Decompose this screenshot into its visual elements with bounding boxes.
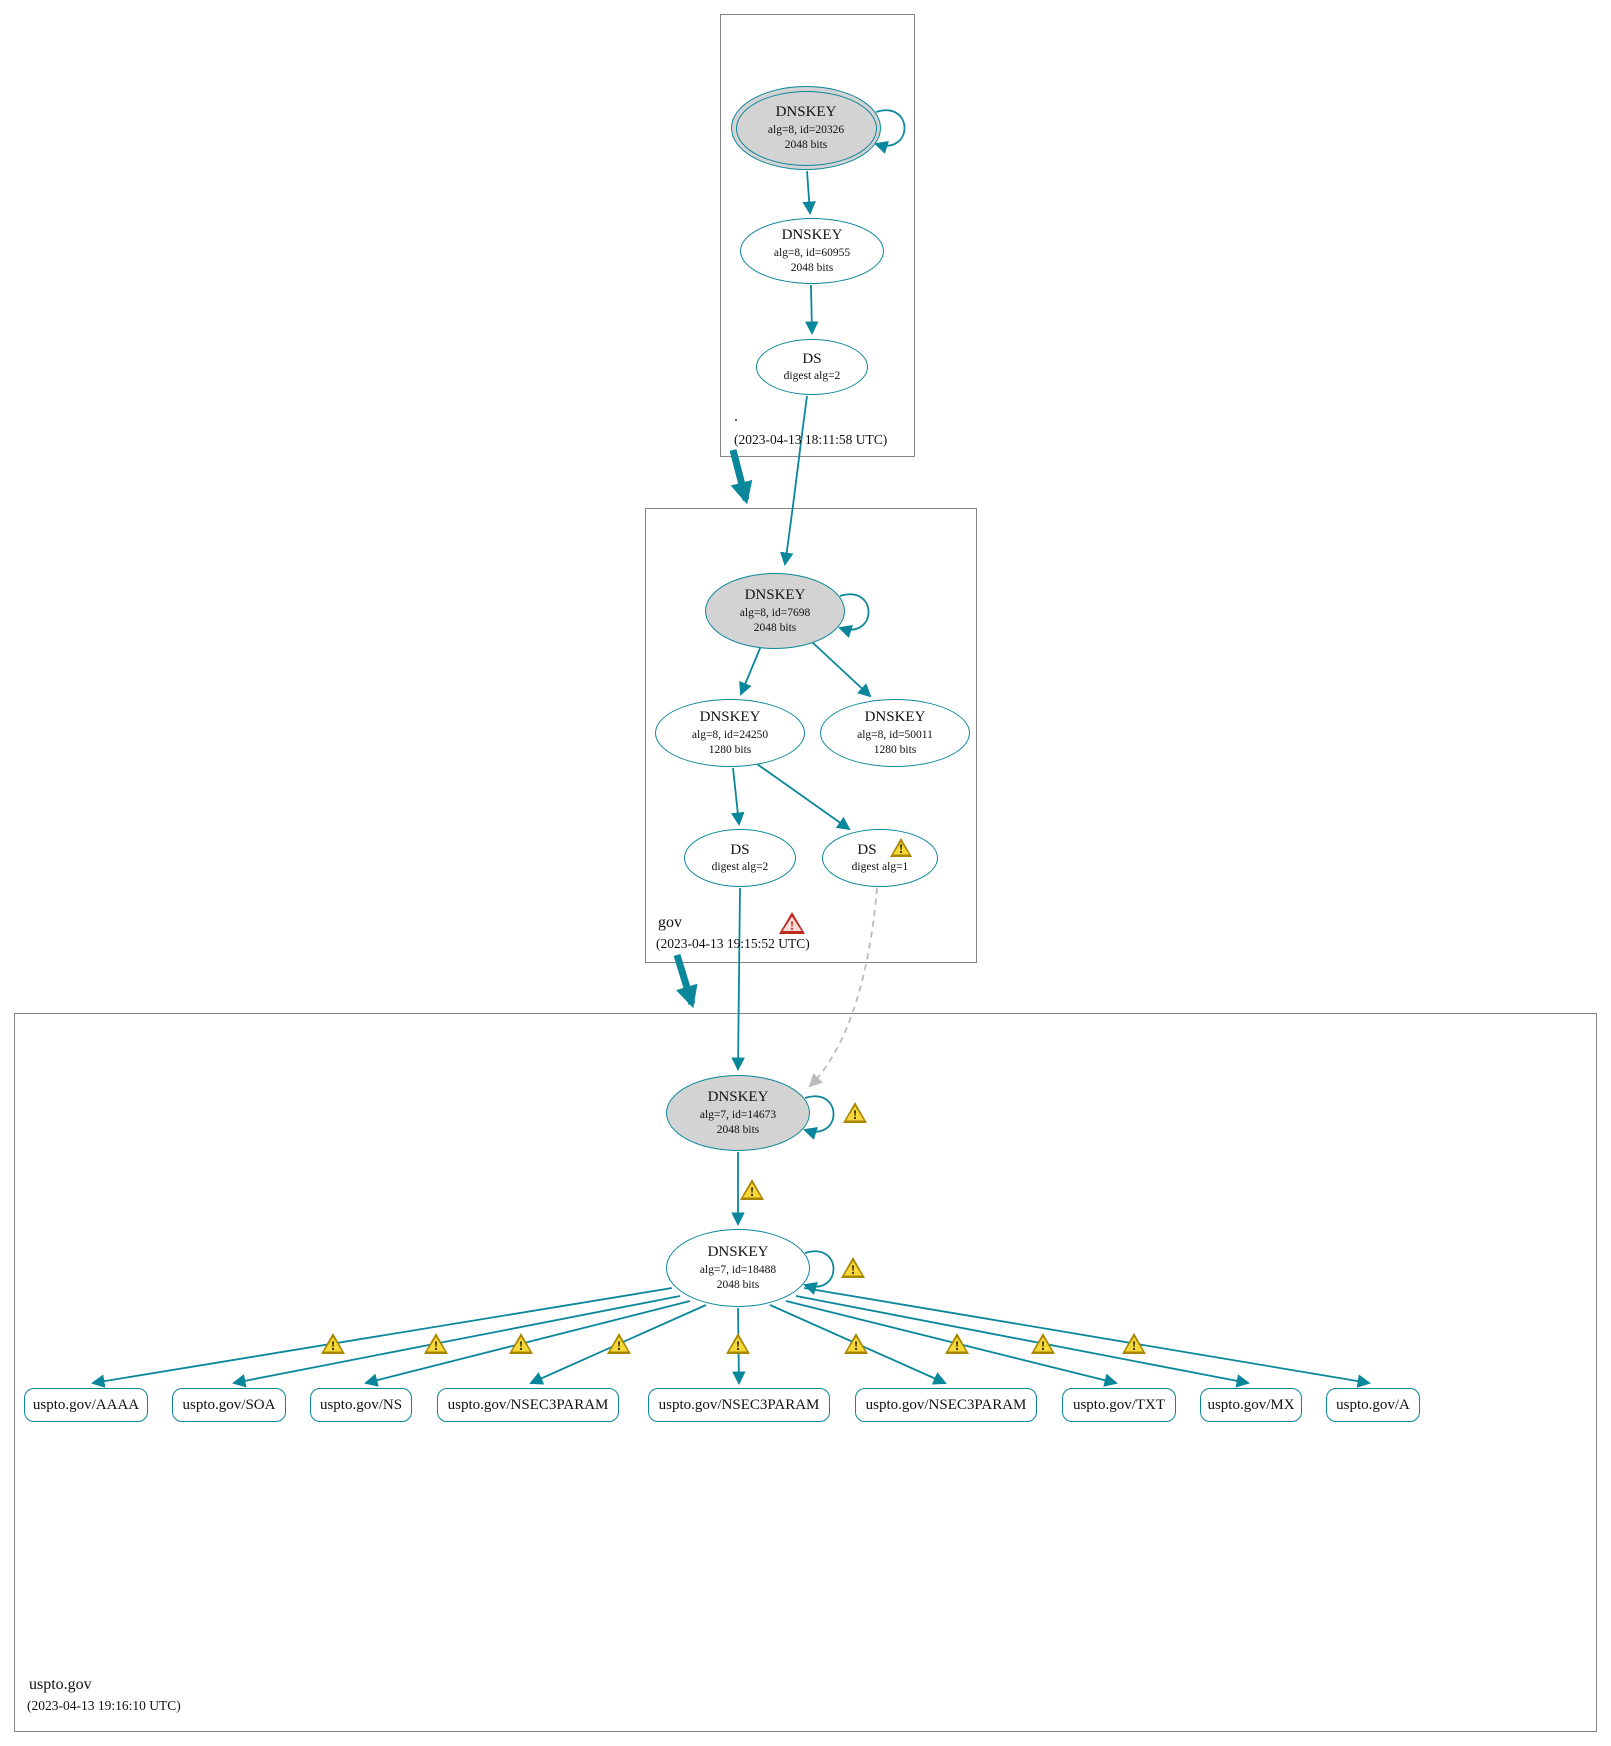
rrset-label: uspto.gov/SOA xyxy=(182,1396,276,1413)
node-gov-ds-alg1[interactable]: DS digest alg=1 xyxy=(822,829,938,887)
zone-name-uspto-gov: uspto.gov xyxy=(29,1676,92,1693)
rrset-uspto-gov-txt[interactable]: uspto.gov/TXT xyxy=(1062,1388,1176,1422)
node-detail: 2048 bits xyxy=(784,138,828,151)
node-detail: 2048 bits xyxy=(790,261,834,274)
node-detail: alg=8, id=7698 xyxy=(739,606,811,619)
node-gov-ds-alg2[interactable]: DS digest alg=2 xyxy=(684,829,796,887)
rrset-label: uspto.gov/AAAA xyxy=(32,1396,140,1413)
zone-timestamp-uspto-gov: (2023-04-13 19:16:10 UTC) xyxy=(27,1698,181,1713)
rrset-uspto-gov-soa[interactable]: uspto.gov/SOA xyxy=(172,1388,286,1422)
edge-root-gov-delegation xyxy=(729,449,753,505)
node-detail: alg=8, id=50011 xyxy=(857,728,933,741)
node-detail: 2048 bits xyxy=(753,621,797,634)
zone-name-gov: gov xyxy=(658,914,682,931)
node-detail: 2048 bits xyxy=(716,1123,760,1136)
zone-name-root: . xyxy=(734,408,738,425)
rrset-uspto-gov-ns[interactable]: uspto.gov/NS xyxy=(310,1388,412,1422)
rrset-uspto-gov-nsec3param-1[interactable]: uspto.gov/NSEC3PARAM xyxy=(437,1388,619,1422)
node-detail: 1280 bits xyxy=(873,743,917,756)
zone-timestamp-root: (2023-04-13 18:11:58 UTC) xyxy=(734,432,888,447)
node-root-zsk-dnskey[interactable]: DNSKEY alg=8, id=60955 2048 bits xyxy=(740,218,884,284)
node-title: DS xyxy=(802,350,822,367)
node-detail: alg=8, id=60955 xyxy=(773,246,851,259)
node-detail: alg=8, id=20326 xyxy=(767,123,845,136)
node-detail: 1280 bits xyxy=(708,743,752,756)
rrset-uspto-gov-nsec3param-3[interactable]: uspto.gov/NSEC3PARAM xyxy=(855,1388,1037,1422)
rrset-label: uspto.gov/NSEC3PARAM xyxy=(865,1396,1027,1413)
node-gov-zsk1-dnskey[interactable]: DNSKEY alg=8, id=24250 1280 bits xyxy=(655,699,805,767)
node-detail: digest alg=2 xyxy=(711,861,769,874)
rrset-uspto-gov-mx[interactable]: uspto.gov/MX xyxy=(1200,1388,1302,1422)
node-title: DS xyxy=(857,841,877,858)
node-detail: alg=7, id=18488 xyxy=(699,1263,777,1276)
node-root-ds[interactable]: DS digest alg=2 xyxy=(756,339,868,395)
node-detail: digest alg=2 xyxy=(783,370,841,383)
rrset-label: uspto.gov/NSEC3PARAM xyxy=(658,1396,820,1413)
node-title: DS xyxy=(730,841,750,858)
rrset-uspto-gov-nsec3param-2[interactable]: uspto.gov/NSEC3PARAM xyxy=(648,1388,830,1422)
node-detail: alg=7, id=14673 xyxy=(699,1108,777,1121)
node-gov-zsk2-dnskey[interactable]: DNSKEY alg=8, id=50011 1280 bits xyxy=(820,699,970,767)
node-title: DNSKEY xyxy=(707,1089,769,1106)
node-detail: alg=8, id=24250 xyxy=(691,728,769,741)
rrset-uspto-gov-a[interactable]: uspto.gov/A xyxy=(1326,1388,1420,1422)
rrset-label: uspto.gov/TXT xyxy=(1072,1396,1166,1413)
node-detail: 2048 bits xyxy=(716,1278,760,1291)
node-gov-ksk-dnskey[interactable]: DNSKEY alg=8, id=7698 2048 bits xyxy=(705,573,845,649)
zone-timestamp-gov: (2023-04-13 19:15:52 UTC) xyxy=(656,936,810,951)
node-uspto-ksk-dnskey[interactable]: DNSKEY alg=7, id=14673 2048 bits xyxy=(666,1075,810,1151)
node-title: DNSKEY xyxy=(775,104,837,121)
rrset-label: uspto.gov/MX xyxy=(1207,1396,1295,1413)
node-title: DNSKEY xyxy=(864,709,926,726)
node-title: DNSKEY xyxy=(699,709,761,726)
node-title: DNSKEY xyxy=(744,587,806,604)
node-title: DNSKEY xyxy=(781,227,843,244)
rrset-label: uspto.gov/NSEC3PARAM xyxy=(447,1396,609,1413)
node-uspto-zsk-dnskey[interactable]: DNSKEY alg=7, id=18488 2048 bits xyxy=(666,1229,810,1307)
rrset-label: uspto.gov/NS xyxy=(319,1396,403,1413)
rrset-uspto-gov-aaaa[interactable]: uspto.gov/AAAA xyxy=(24,1388,148,1422)
node-detail: digest alg=1 xyxy=(851,861,909,874)
node-title: DNSKEY xyxy=(707,1244,769,1261)
rrset-label: uspto.gov/A xyxy=(1336,1396,1410,1413)
node-root-ksk-dnskey[interactable]: DNSKEY alg=8, id=20326 2048 bits xyxy=(731,86,881,170)
